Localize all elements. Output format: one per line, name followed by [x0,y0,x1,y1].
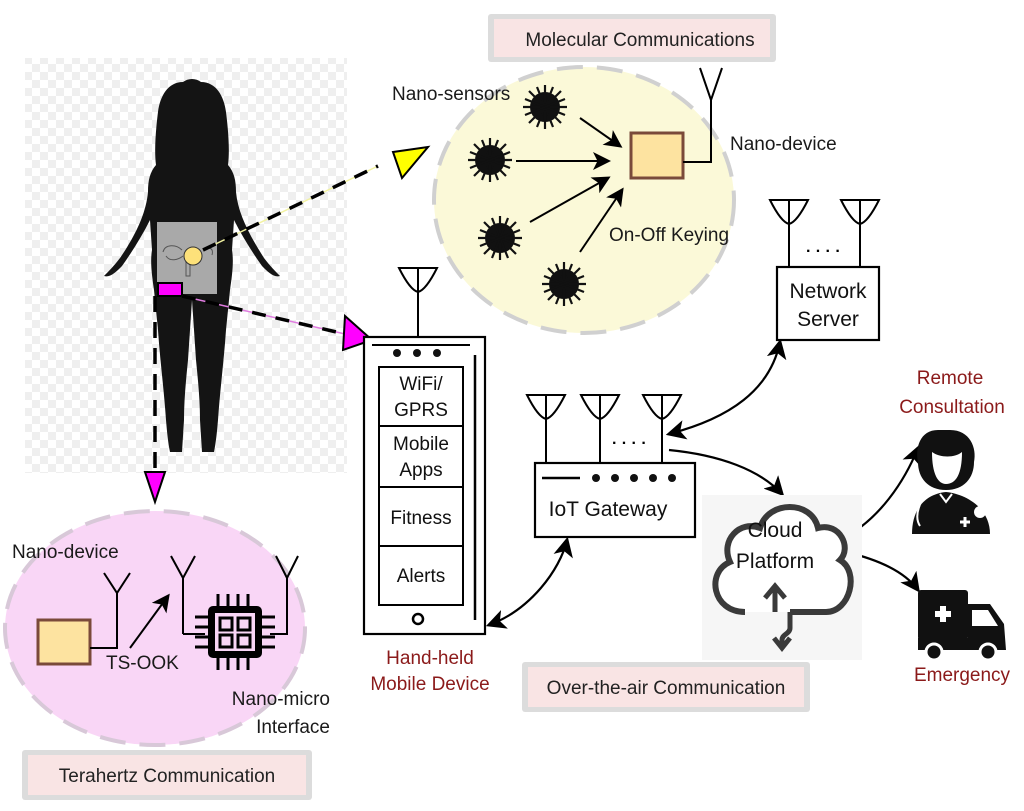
terahertz-antennas [90,555,299,649]
cloud-label-line1: Cloud [748,519,803,542]
title-box-terahertz: Terahertz Communication [22,750,312,800]
mobile-row-label: GPRS [394,400,448,421]
server-label-line1: Network [789,280,867,303]
nano-sensor-icon [540,260,588,308]
ts-ook-label: TS-OOK [106,653,179,674]
gateway-antenna-dots: · · · · [612,435,647,452]
title-over-the-air: Over-the-air Communication [547,678,786,699]
server-label-line2: Server [797,308,859,331]
remote-label-line1: Remote [917,368,984,389]
server-antenna-icon [840,199,880,225]
interface-label-line1: Nano-micro [232,689,330,710]
ts-ook-arrow [129,593,170,649]
title-box-over-the-air: Over-the-air Communication [522,662,810,712]
cloud-platform-icon [712,504,854,653]
mobile-row-label: WiFi/ [399,374,443,395]
dashed-link-terahertz [143,296,167,506]
gateway-antenna-icon [526,394,566,420]
home-button-icon [411,612,425,626]
server-antenna-dots: · · · · [806,243,841,260]
gateway-antenna-icon [642,394,682,420]
mobile-row-label: Fitness [390,508,451,529]
doctor-icon [912,430,990,534]
dashed-link-molecular [202,145,431,252]
cloud-label-line2: Platform [736,550,814,573]
gateway-server-link [665,338,787,440]
network-server: · · · · Network Server [769,199,881,342]
nano-device-antenna-icon [90,572,131,649]
molecular-zone [432,65,736,335]
dashed-link-mobile [181,294,374,352]
mobile-caption-line1: Hand-held [386,648,474,669]
wearable-device-icon [157,282,183,297]
microchip-icon [195,594,275,670]
mobile-row-label: Apps [399,460,442,481]
interface-antenna-icon [270,555,299,635]
ambulance-icon [918,590,1006,662]
nano-sensor-icon [521,83,569,131]
server-antenna-icon [769,199,809,225]
emergency-label: Emergency [914,665,1011,686]
nano-sensors-label: Nano-sensors [392,84,510,105]
mobile-gateway-link [485,536,573,629]
molecular-signal-arrows [516,117,624,253]
interface-label-line2: Interface [256,717,330,738]
gateway-label: IoT Gateway [549,498,668,521]
on-off-keying-label: On-Off Keying [609,225,729,246]
nano-device-antenna-icon [683,67,723,163]
title-terahertz: Terahertz Communication [59,766,275,787]
mobile-caption-line2: Mobile Device [370,674,489,695]
gateway-cloud-link [668,448,785,497]
molecular-nano-device-label: Nano-device [730,134,837,155]
title-box-molecular: Molecular Communications [488,14,776,62]
terahertz-nano-device-label: Nano-device [12,542,119,563]
gateway-antenna-icon [580,394,620,420]
iot-gateway: · · · · IoT Gateway [526,394,697,539]
terahertz-nano-device-icon [36,618,92,666]
nano-sensor-icon [476,214,524,262]
mobile-row-label: Alerts [397,566,446,587]
title-molecular: Molecular Communications [525,30,754,51]
remote-label-line2: Consultation [899,397,1005,418]
terahertz-zone [3,509,307,747]
mobile-antenna-icon [398,267,438,293]
nano-sensor-icon [466,136,514,184]
implanted-nano-device [183,246,203,266]
mobile-device [362,267,487,636]
molecular-nano-device-icon [629,131,685,180]
mobile-row-label: Mobile [393,434,449,455]
interface-antenna-icon [170,555,196,634]
